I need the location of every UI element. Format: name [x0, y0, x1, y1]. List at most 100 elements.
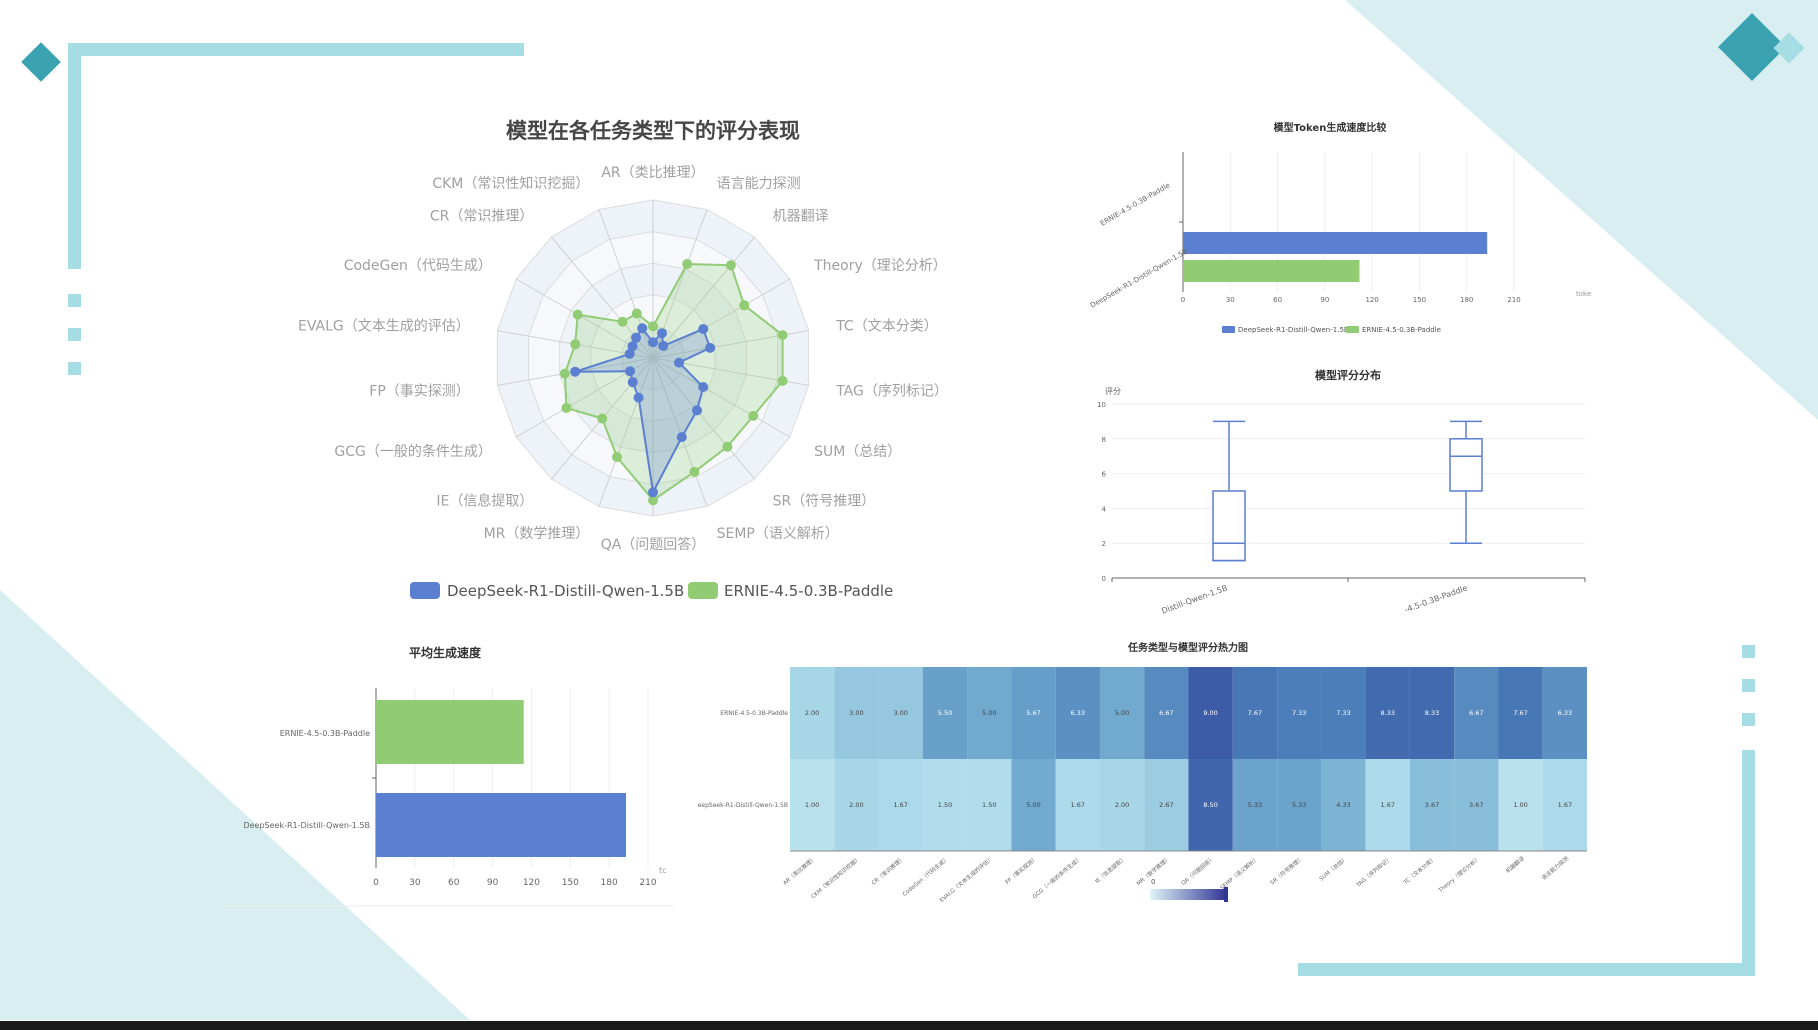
radar-spoke: [652, 236, 755, 359]
heatmap-cell[interactable]: [1498, 759, 1543, 851]
radar-point[interactable]: [625, 366, 636, 377]
heatmap-cell[interactable]: [1365, 759, 1410, 851]
radar-point[interactable]: [561, 403, 572, 413]
heatmap-cell[interactable]: [1454, 759, 1499, 851]
radar-point[interactable]: [748, 410, 759, 421]
legend-swatch-deepseek[interactable]: [410, 582, 440, 599]
heatmap-cell[interactable]: [1188, 759, 1233, 851]
heatmap-cell[interactable]: [878, 759, 923, 851]
heatmap-cell[interactable]: [922, 667, 968, 759]
box-ernie[interactable]: [1449, 420, 1483, 544]
heatmap-cell[interactable]: [1277, 667, 1322, 759]
heatmap-cell[interactable]: [1454, 667, 1499, 759]
heatmap-cell[interactable]: [1144, 667, 1189, 759]
heatmap-cell[interactable]: [967, 759, 1012, 851]
legend-label-deepseek[interactable]: DeepSeek-R1-Distill-Qwen-1.5B: [1238, 326, 1349, 334]
radar-point[interactable]: [559, 368, 570, 379]
radar-point[interactable]: [689, 466, 700, 477]
heatmap-cell[interactable]: [1365, 667, 1410, 759]
radar-point[interactable]: [633, 392, 644, 403]
heatmap-column-label: GCG（一般的条件生成）: [1031, 854, 1084, 900]
radar-point[interactable]: [692, 405, 702, 416]
radar-point[interactable]: [570, 366, 581, 377]
radar-point[interactable]: [698, 324, 709, 334]
heatmap-cell[interactable]: [1409, 667, 1455, 759]
radar-axis-label: SR（符号推理）: [773, 494, 876, 510]
legend-label-deepseek[interactable]: DeepSeek-R1-Distill-Qwen-1.5B: [447, 582, 684, 600]
radar-point[interactable]: [572, 309, 583, 320]
visualmap-handle[interactable]: [1224, 887, 1228, 902]
radar-point[interactable]: [612, 452, 622, 462]
radar-point[interactable]: [777, 375, 788, 386]
radar-point[interactable]: [648, 487, 658, 498]
radar-point[interactable]: [682, 259, 693, 269]
heatmap-cell[interactable]: [1055, 759, 1100, 851]
heatmap-cell[interactable]: [1055, 667, 1100, 759]
radar-point[interactable]: [725, 260, 736, 271]
radar-point[interactable]: [657, 328, 667, 339]
heatmap-cell[interactable]: [1277, 759, 1322, 851]
radar-point[interactable]: [631, 308, 642, 319]
heatmap-cell[interactable]: [1144, 759, 1189, 851]
heatmap-cell[interactable]: [1011, 759, 1056, 851]
heatmap-cell[interactable]: [1099, 667, 1145, 759]
heatmap-cell[interactable]: [1232, 759, 1278, 851]
legend-swatch-ernie[interactable]: [1346, 326, 1359, 333]
speed-bottom-unit: tc: [659, 866, 667, 875]
bar-deepseek[interactable]: [376, 793, 626, 857]
radar-point[interactable]: [705, 342, 716, 353]
radar-point[interactable]: [648, 321, 658, 332]
heatmap-cell[interactable]: [1542, 759, 1587, 851]
radar-point[interactable]: [631, 332, 641, 343]
heatmap-cell[interactable]: [967, 667, 1012, 759]
heatmap-cell[interactable]: [1321, 759, 1366, 851]
bar-deepseek[interactable]: [1183, 232, 1488, 254]
heatmap-cell[interactable]: [834, 667, 879, 759]
radar-point[interactable]: [627, 341, 638, 352]
bar-ernie[interactable]: [1183, 260, 1360, 282]
speed-top-legend: DeepSeek-R1-Distill-Qwen-1.5B ERNIE-4.5-…: [1222, 326, 1441, 334]
radar-point[interactable]: [658, 340, 669, 351]
legend-swatch-ernie[interactable]: [688, 582, 718, 599]
heatmap-cell[interactable]: [922, 759, 968, 851]
bar-ernie[interactable]: [376, 700, 524, 764]
radar-point[interactable]: [597, 413, 608, 424]
radar-point[interactable]: [739, 300, 750, 311]
radar-point[interactable]: [637, 323, 648, 334]
heatmap-cell[interactable]: [790, 667, 835, 759]
heatmap-visualmap[interactable]: 0: [1150, 878, 1228, 902]
heatmap-cell[interactable]: [1321, 667, 1366, 759]
legend-swatch-deepseek[interactable]: [1222, 326, 1235, 333]
box-iqr[interactable]: [1212, 490, 1246, 562]
heatmap-cell[interactable]: [790, 759, 835, 851]
radar-point[interactable]: [722, 441, 733, 452]
visualmap-gradient[interactable]: [1150, 889, 1226, 900]
radar-axis-label: CKM（常识性知识挖掘）: [432, 175, 589, 192]
radar-point[interactable]: [777, 330, 788, 341]
heatmap-cell[interactable]: [1188, 667, 1233, 759]
heatmap-cell[interactable]: [1498, 667, 1543, 759]
radar-point[interactable]: [698, 382, 709, 392]
dot-deco: [1742, 645, 1755, 658]
radar-point[interactable]: [617, 316, 628, 327]
legend-label-ernie[interactable]: ERNIE-4.5-0.3B-Paddle: [724, 582, 893, 600]
radar-point[interactable]: [627, 377, 638, 388]
radar-point[interactable]: [648, 495, 658, 506]
legend-label-ernie[interactable]: ERNIE-4.5-0.3B-Paddle: [1362, 326, 1441, 334]
radar-axis-label: SEMP（语义解析）: [717, 526, 839, 542]
heatmap-cell[interactable]: [834, 759, 879, 851]
radar-point[interactable]: [624, 348, 635, 359]
heatmap-cell[interactable]: [1409, 759, 1455, 851]
radar-axis-label: TAG（序列标记）: [835, 383, 948, 399]
box-deepseek[interactable]: [1212, 420, 1246, 562]
radar-point[interactable]: [570, 339, 581, 350]
heatmap-cell[interactable]: [1232, 667, 1278, 759]
radar-point[interactable]: [648, 337, 658, 348]
radar-point[interactable]: [676, 432, 687, 443]
heatmap-cell[interactable]: [1542, 667, 1587, 759]
heatmap-cell[interactable]: [1011, 667, 1056, 759]
radar-point[interactable]: [674, 357, 684, 368]
heatmap-cell[interactable]: [878, 667, 923, 759]
heatmap-cell[interactable]: [1099, 759, 1145, 851]
